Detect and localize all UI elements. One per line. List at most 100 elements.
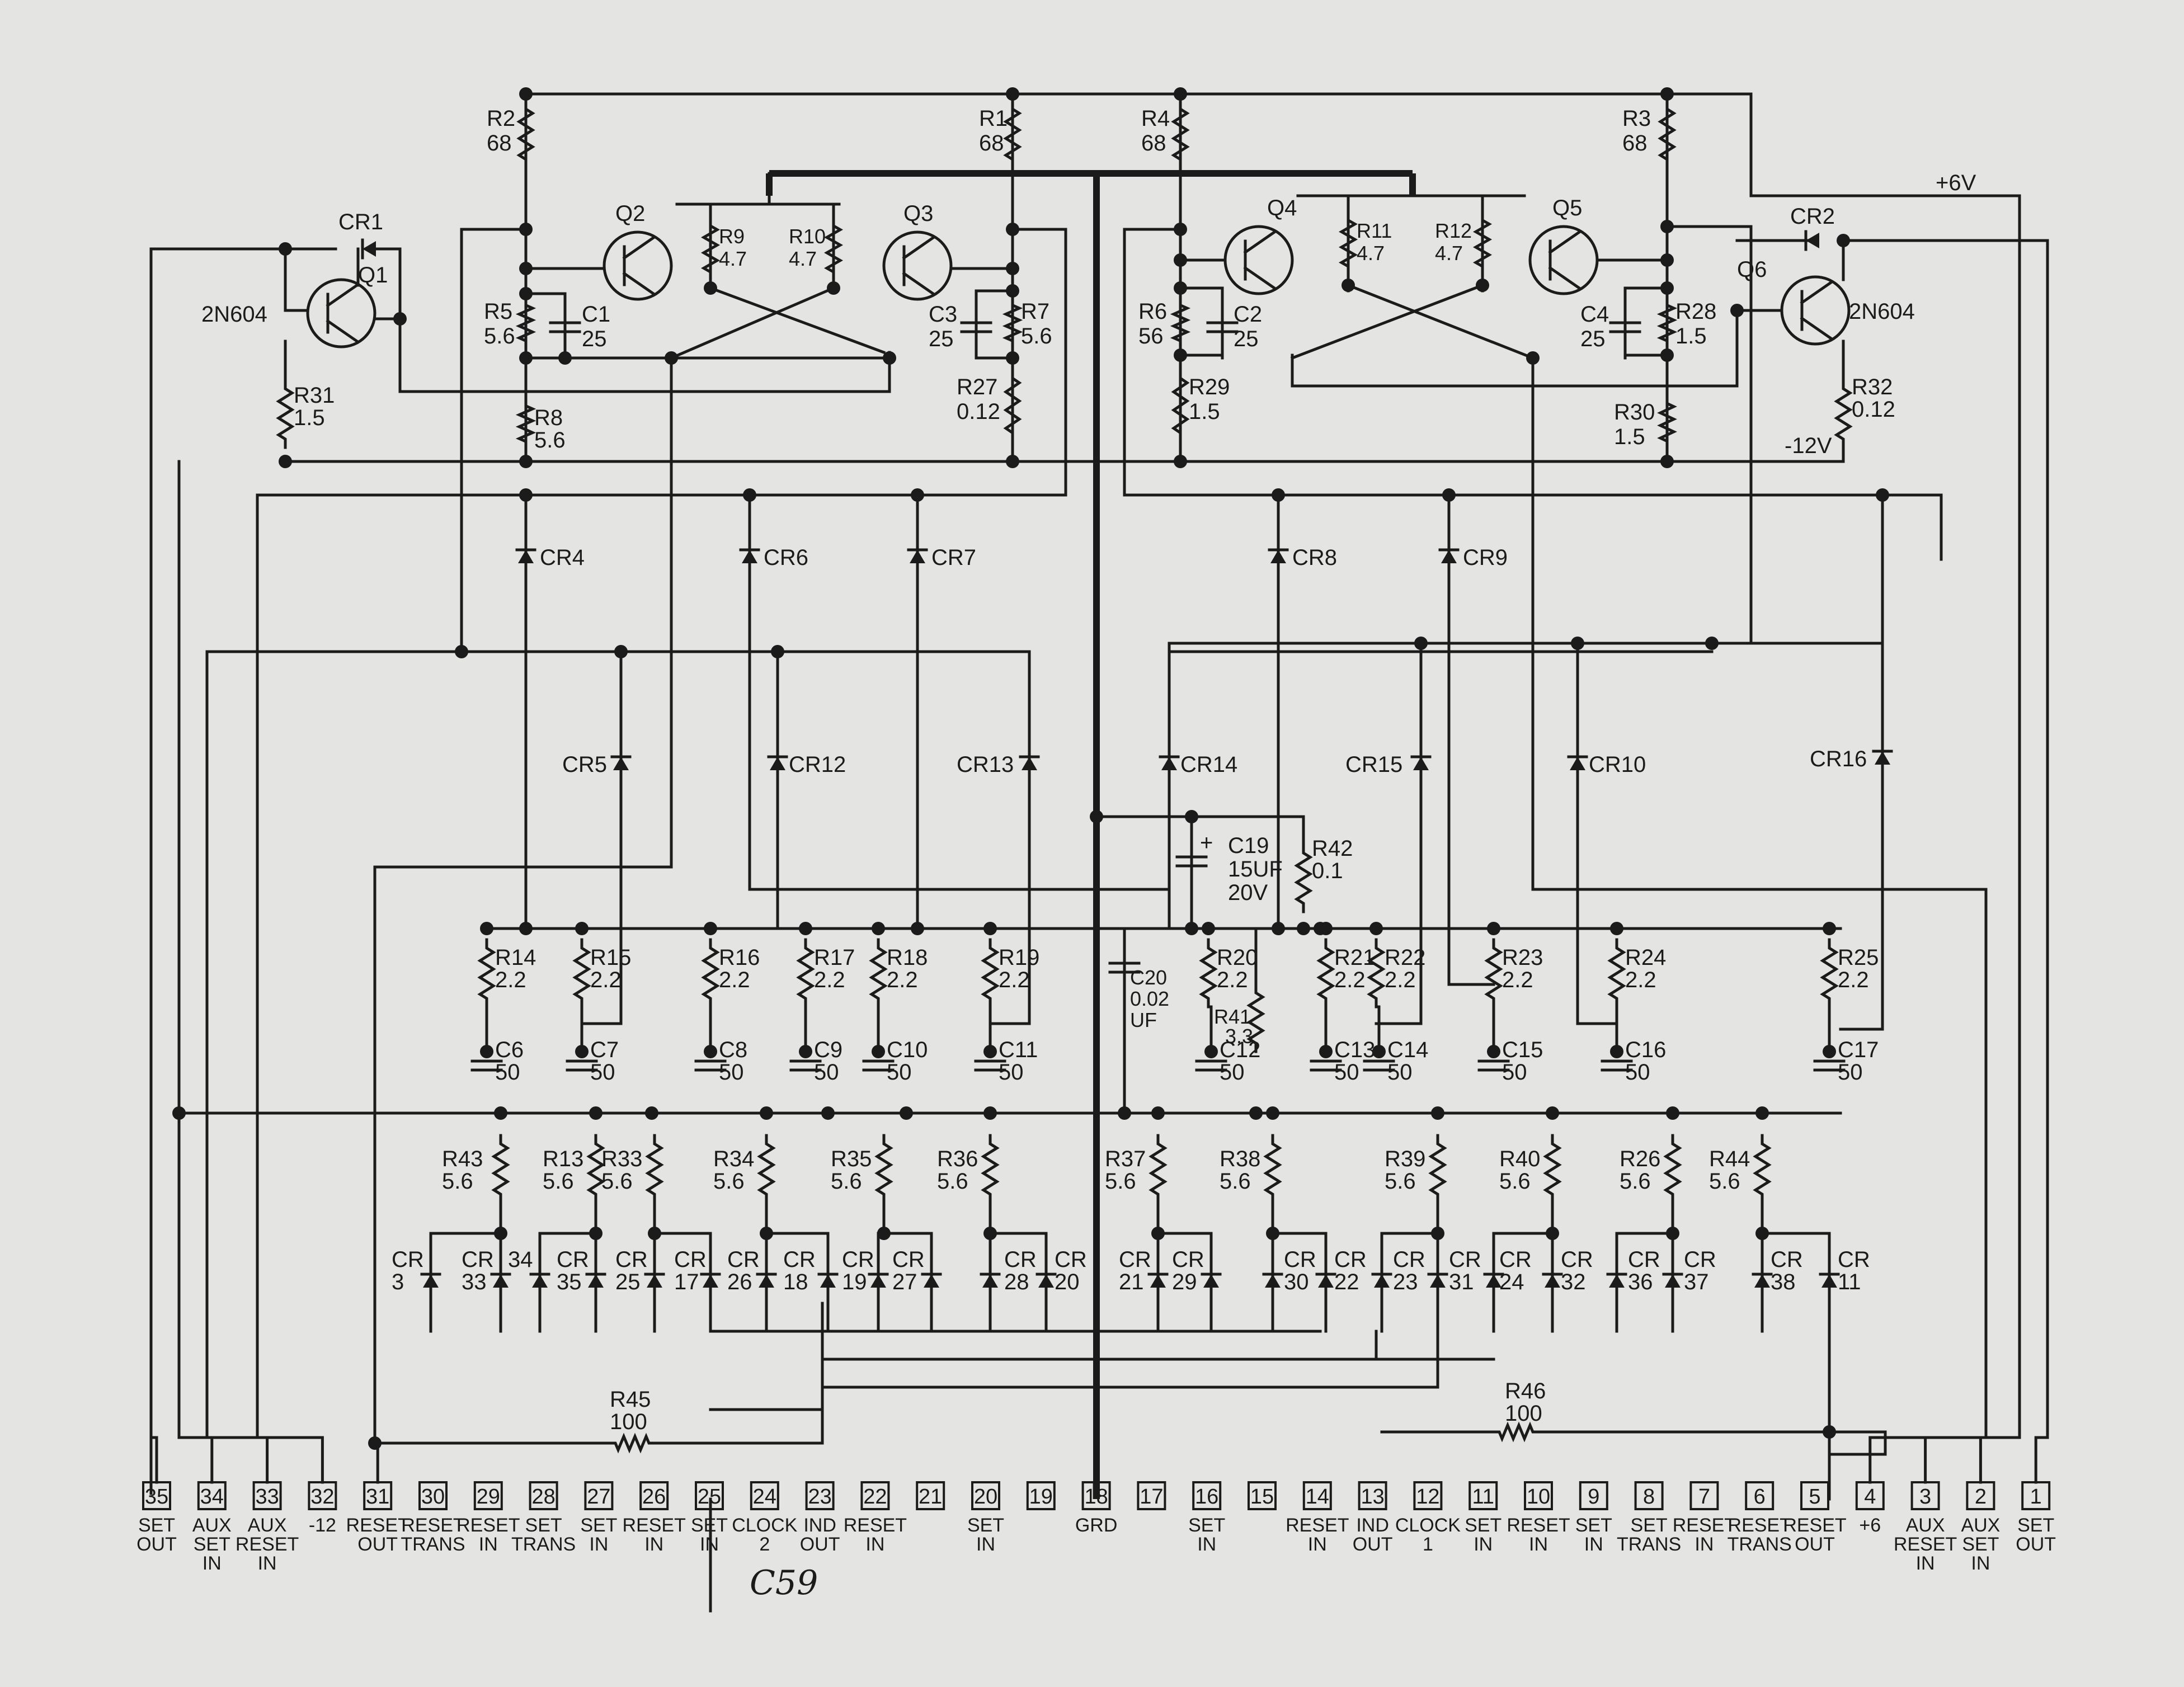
resistor-label: 4.7 (1357, 242, 1385, 265)
pin-26-label: RESET (623, 1515, 686, 1536)
diode-CR1 (363, 241, 376, 257)
pin-33-label: AUX (248, 1515, 287, 1536)
diode-label: 25 (615, 1270, 641, 1294)
wire (284, 247, 309, 312)
resistor-label: 2.2 (1334, 968, 1366, 992)
resistor-R36 (981, 1134, 1000, 1204)
resistor-label: R21 (1334, 945, 1375, 970)
resistor-label: R15 (590, 945, 631, 970)
wire (675, 172, 771, 206)
junction-dot (1297, 922, 1310, 935)
resistor-label: 68 (979, 131, 1004, 155)
pin-lead (2034, 1436, 2049, 1484)
pin-16-number: 16 (1195, 1485, 1218, 1509)
resistor-R27 (276, 379, 295, 449)
pin-6-label: RESET (1728, 1515, 1791, 1536)
pin-4-label: +6 (1859, 1515, 1881, 1536)
resistor-R19 (981, 938, 1000, 1009)
wire (975, 289, 1014, 360)
diode-label: 38 (1771, 1270, 1796, 1294)
transistor-Q1 (306, 278, 376, 348)
resistor-label: 0.1 (1312, 859, 1343, 883)
resistor-label: 5.6 (601, 1169, 633, 1194)
pin-28-box (529, 1481, 558, 1510)
pin-14-label: RESET (1286, 1515, 1349, 1536)
pin-3-label: IN (1916, 1553, 1935, 1574)
pin-28-number: 28 (531, 1485, 555, 1509)
resistor-label: 2.2 (1502, 968, 1533, 992)
transistor-collector (1548, 230, 1581, 255)
resistor-label: R4 (1141, 106, 1170, 131)
capacitor-label: 50 (814, 1060, 839, 1085)
pin-5-label: RESET (1783, 1515, 1846, 1536)
junction-dot (1174, 87, 1187, 101)
resistor-R38 (1263, 1134, 1282, 1204)
junction-dot (1823, 1045, 1836, 1058)
junction-dot (1660, 253, 1674, 267)
pin-13-number: 13 (1361, 1485, 1384, 1509)
resistor-label: 2.2 (1385, 968, 1416, 992)
resistor-R28 (515, 398, 536, 449)
junction-dot (1431, 1106, 1444, 1120)
junction-dot (1876, 488, 1889, 502)
pin-20-box (971, 1481, 1000, 1510)
transistor-collector (326, 283, 359, 308)
pin-24-box (750, 1481, 779, 1510)
capacitor-label: 50 (1334, 1060, 1359, 1085)
resistor-label: R2 (487, 106, 515, 131)
resistor-R43 (491, 1134, 510, 1204)
junction-dot (1610, 1045, 1623, 1058)
resistor-R40 (1543, 1134, 1562, 1204)
diode-label: 33 (462, 1270, 487, 1294)
junction-dot (983, 1106, 997, 1120)
resistor-R11 (1338, 211, 1358, 276)
resistor-label: R25 (1838, 945, 1879, 970)
diode-CR14 (1161, 757, 1177, 770)
resistor-label: R13 (543, 1147, 583, 1171)
resistor-R17 (796, 938, 815, 1009)
pin-4-number: 4 (1864, 1485, 1876, 1509)
pin-19-number: 19 (1029, 1485, 1053, 1509)
resistor-label: 2.2 (814, 968, 845, 992)
junction-dot (519, 922, 533, 935)
resistor-label: R28 (1675, 299, 1716, 324)
pin-33-label: IN (258, 1553, 277, 1574)
pin-15-box (1248, 1481, 1277, 1510)
diode-label: 28 (1004, 1270, 1029, 1294)
junction-dot (368, 1436, 382, 1450)
wire (1842, 239, 2049, 1439)
resistor-label: R5 (484, 299, 512, 324)
resistor-label: 5.6 (1021, 324, 1052, 348)
junction-dot (1249, 1106, 1263, 1120)
pin-35-label: OUT (136, 1534, 177, 1555)
transistor-type-label: 2N604 (201, 302, 267, 327)
capacitor-label: 50 (1502, 1060, 1527, 1085)
resistor-label: R36 (937, 1147, 978, 1171)
diode-label: 11 (1838, 1270, 1861, 1294)
pin-21-number: 21 (919, 1485, 942, 1509)
resistor-label: 5.6 (484, 324, 515, 348)
resistor-label: 5.6 (1385, 1169, 1416, 1194)
resistor-label: 3.3 (1225, 1025, 1253, 1048)
pin-7-label: IN (1695, 1534, 1714, 1555)
pin-6-box (1745, 1481, 1775, 1510)
junction-dot (494, 1106, 507, 1120)
resistor-R35 (874, 1134, 893, 1204)
resistor-label: 68 (487, 131, 512, 155)
pin-lead (205, 1436, 214, 1484)
resistor-label: R31 (294, 383, 335, 408)
resistor-label: 5.6 (713, 1169, 745, 1194)
diode-label: CR (1284, 1247, 1316, 1272)
resistor-R24 (1607, 938, 1626, 1009)
pin-29-number: 29 (477, 1485, 500, 1509)
pin-13-label: OUT (1353, 1534, 1393, 1555)
pin-22-label: IN (865, 1534, 884, 1555)
diode-CR15 (1413, 757, 1429, 770)
capacitor-label: 50 (1220, 1060, 1245, 1085)
wire (373, 247, 402, 321)
pin-12-box (1413, 1481, 1443, 1510)
pin-29-label: IN (479, 1534, 498, 1555)
diode-label: CR1 (338, 210, 383, 234)
junction-dot (1272, 922, 1285, 935)
resistor-label: R19 (999, 945, 1039, 970)
